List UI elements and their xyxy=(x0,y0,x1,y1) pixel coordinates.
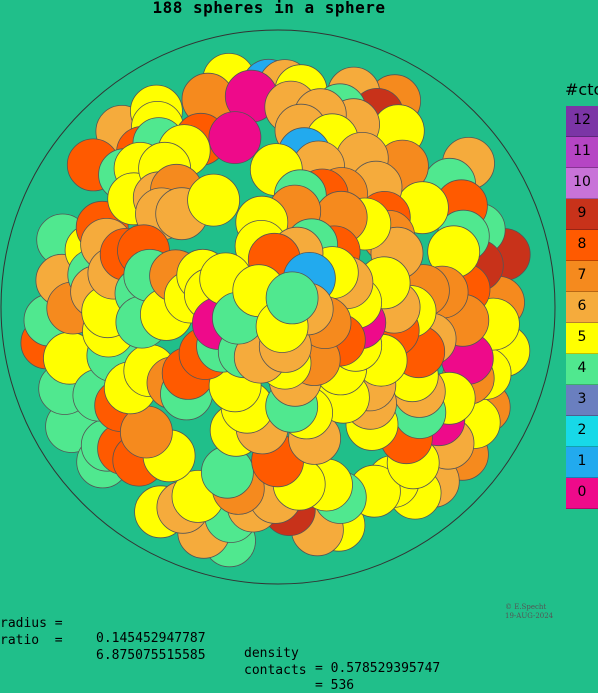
legend-item-7: 7 xyxy=(566,261,598,292)
packed-spheres xyxy=(20,53,531,568)
sphere-packing-diagram xyxy=(0,29,556,585)
contacts-value: = 536 xyxy=(315,678,355,693)
legend-item-5: 5 xyxy=(566,323,598,354)
legend-item-4: 4 xyxy=(566,354,598,385)
radius-value: 0.145452947787 xyxy=(96,631,206,646)
radius-label: radius = xyxy=(0,616,63,631)
credit-author: © E.Specht xyxy=(505,603,547,611)
density-value: = 0.578529395747 xyxy=(315,661,441,676)
credit: © E.Specht 19-AUG-2024 xyxy=(505,603,553,621)
contacts-label: contacts xyxy=(244,663,307,678)
ratio-label: ratio = xyxy=(0,633,63,648)
density-label: density xyxy=(244,646,299,661)
page-title: 188 spheres in a sphere xyxy=(152,0,386,17)
legend-item-8: 8 xyxy=(566,230,598,261)
legend-item-12: 12 xyxy=(566,106,598,137)
legend-item-11: 11 xyxy=(566,137,598,168)
legend-item-9: 9 xyxy=(566,199,598,230)
legend-item-6: 6 xyxy=(566,292,598,323)
sphere xyxy=(187,173,241,227)
credit-date: 19-AUG-2024 xyxy=(505,612,554,620)
sphere xyxy=(208,111,262,164)
stats-row-ratio: ratio = 6.875075515585 contacts = 536 xyxy=(0,618,354,693)
legend-item-10: 10 xyxy=(566,168,598,199)
legend-title: #ctc xyxy=(565,80,598,99)
legend-item-1: 1 xyxy=(566,447,598,478)
sphere xyxy=(265,271,319,325)
legend-item-0: 0 xyxy=(566,478,598,509)
ratio-value: 6.875075515585 xyxy=(96,648,206,663)
legend-item-3: 3 xyxy=(566,385,598,416)
container-sphere xyxy=(0,29,556,585)
legend-item-2: 2 xyxy=(566,416,598,447)
